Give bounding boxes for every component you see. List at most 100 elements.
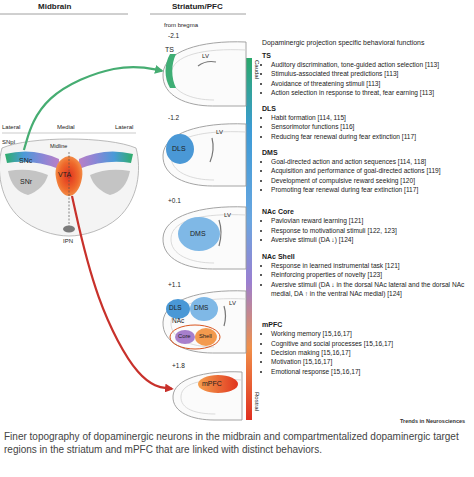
function-item: Aversive stimuli (DA ↓) [124] [271,235,473,244]
region-outline [163,207,246,269]
header-rule [0,14,128,15]
region-outline [166,134,194,164]
region-outline [170,325,220,349]
axis-line [2,133,136,134]
region-heading: NAc Core [262,207,473,216]
bregma-number: +1.1 [168,282,181,289]
function-item: Reinforcing properties of novelty [123] [271,270,473,279]
cortex-boundary [171,50,246,100]
ventricle [224,306,226,326]
axis-label: Medial [57,124,75,130]
watermark: Trends in Neurosciences [400,419,465,425]
dms-region: DMS [178,217,220,251]
region-outline [175,330,195,344]
region-label: DLS [169,305,182,312]
region-label: NAc [172,318,184,325]
header-rule [150,14,246,15]
region-outline [178,217,220,251]
function-item: Response in learned instrumental task [1… [271,261,473,270]
function-item: Sensorimotor functions [116] [271,122,473,131]
anatomy-label: IPN [63,238,73,244]
bregma-number: +0.1 [168,198,181,205]
dls-region: DLS [166,299,190,319]
function-item: Goal-directed action and action sequence… [271,157,473,166]
coronal-section: -1.2DLS [162,124,246,186]
region-outline [163,291,246,353]
region-label: DLS [172,145,186,152]
region-label: DMS [190,230,206,237]
function-column: Dopaminergic projection specific behavio… [262,38,473,376]
function-item: Emotional response [15,16,17] [271,367,473,376]
region-label: VTA [58,171,71,178]
dms-region: DMS [190,297,218,321]
region-outline [163,124,246,186]
function-item: Working memory [15,16,17] [271,329,473,338]
anatomy-label: LV [224,212,231,218]
coronal-section: +0.1DMS [162,207,246,269]
vta-region: VTA [54,156,84,196]
axis-label: Lateral [115,124,133,130]
column-heading: Striatum/PFC [172,3,223,11]
ipn-shape [63,226,75,233]
region-outline [195,328,217,346]
core-region: Core [175,330,195,344]
region-outline [190,297,218,321]
coronal-section: -2.1TS [162,42,246,106]
function-item: Development of compulsive reward seeking… [271,176,473,185]
bregma-number: -2.1 [168,33,179,40]
region-outline [5,151,59,169]
region-heading: TS [262,51,473,60]
anatomy-label: Midline [50,144,67,150]
region-label: SNr [20,178,32,185]
region-outline [166,299,190,319]
anatomy-label: LV [229,300,236,306]
mpfc-region: mPFC [198,375,238,393]
projection-arrow [72,196,172,389]
mirrored-nuclei [79,151,133,195]
region-heading: NAc Shell [262,252,473,261]
dls-region: DLS [166,134,194,164]
color-bar [246,58,252,420]
region-label: TS [165,46,174,53]
ventricle [198,62,216,67]
region-shape [162,42,246,106]
ventricle [210,138,213,162]
function-item: Habit formation [114, 115] [271,113,473,122]
region-label: mPFC [202,380,222,387]
bregma-number: +1.8 [172,363,185,370]
bregma-number: -1.2 [168,115,179,122]
snc-region: SNc [5,150,59,170]
function-item: Auditory discrimination, tone-guided act… [271,60,473,69]
midline-dash [69,152,70,232]
axis-label: from bregma [164,22,198,28]
region-label: Shell [199,334,212,340]
function-item: Aversive stimuli (DA ↓ in the dorsal NAc… [271,280,473,299]
snr-shape [90,170,130,195]
region-outline [198,375,238,393]
figure-caption: Finer topography of dopaminergic neurons… [4,431,470,456]
function-item: Avoidance of threatening stimuli [113] [271,79,473,88]
function-item: Cognitive and social processes [15,16,17… [271,339,473,348]
region-label: DMS [194,305,208,312]
function-item: Acquisition and performance of goal-dire… [271,166,473,175]
region-label: SNc [19,157,32,164]
ts-region: TS [164,54,176,90]
region-label: Core [178,334,191,340]
region-outline [56,156,83,196]
function-item: Decision making [15,16,17] [271,348,473,357]
region-outline [163,42,246,106]
snr-region: SNr [8,169,48,195]
axis-label: Caudal [254,60,260,79]
column-title: Dopaminergic projection specific behavio… [262,38,473,47]
snc-shape [79,151,133,169]
anatomy-label: LV [202,53,209,59]
anatomy-label: LV [216,129,223,135]
anatomy-label: SNpl [2,139,15,145]
region-heading: DLS [262,104,473,113]
nac-region: NAcCoreShell [170,325,220,349]
region-outline [8,170,48,195]
region-outline [166,54,177,88]
